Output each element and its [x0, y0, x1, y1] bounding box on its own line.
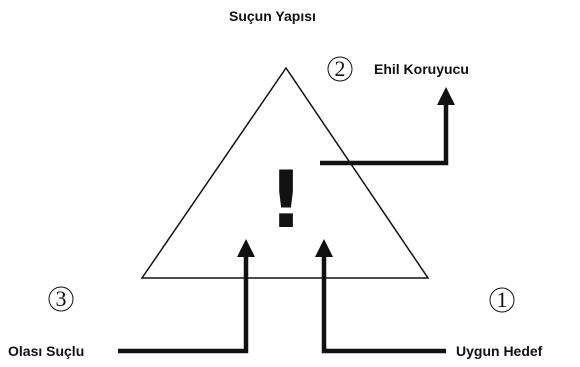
- guardian-number: 2: [334, 56, 346, 81]
- target-number-circle: [489, 287, 515, 313]
- crime-triangle: [140, 66, 430, 279]
- target-arrow: [315, 239, 446, 354]
- offender-label: Olası Suçlu: [8, 343, 85, 359]
- guardian-arrow: [320, 87, 455, 166]
- target-number: 1: [496, 287, 508, 312]
- guardian-label: Ehil Koruyucu: [374, 61, 469, 77]
- offender-number: 3: [55, 286, 67, 311]
- guardian-number-circle: [327, 56, 353, 82]
- exclamation-icon: !: [268, 156, 304, 246]
- offender-number-circle: [48, 286, 74, 312]
- target-label: Uygun Hedef: [456, 343, 543, 359]
- offender-arrow: [118, 239, 255, 354]
- diagram-title: Suçun Yapısı: [229, 8, 316, 24]
